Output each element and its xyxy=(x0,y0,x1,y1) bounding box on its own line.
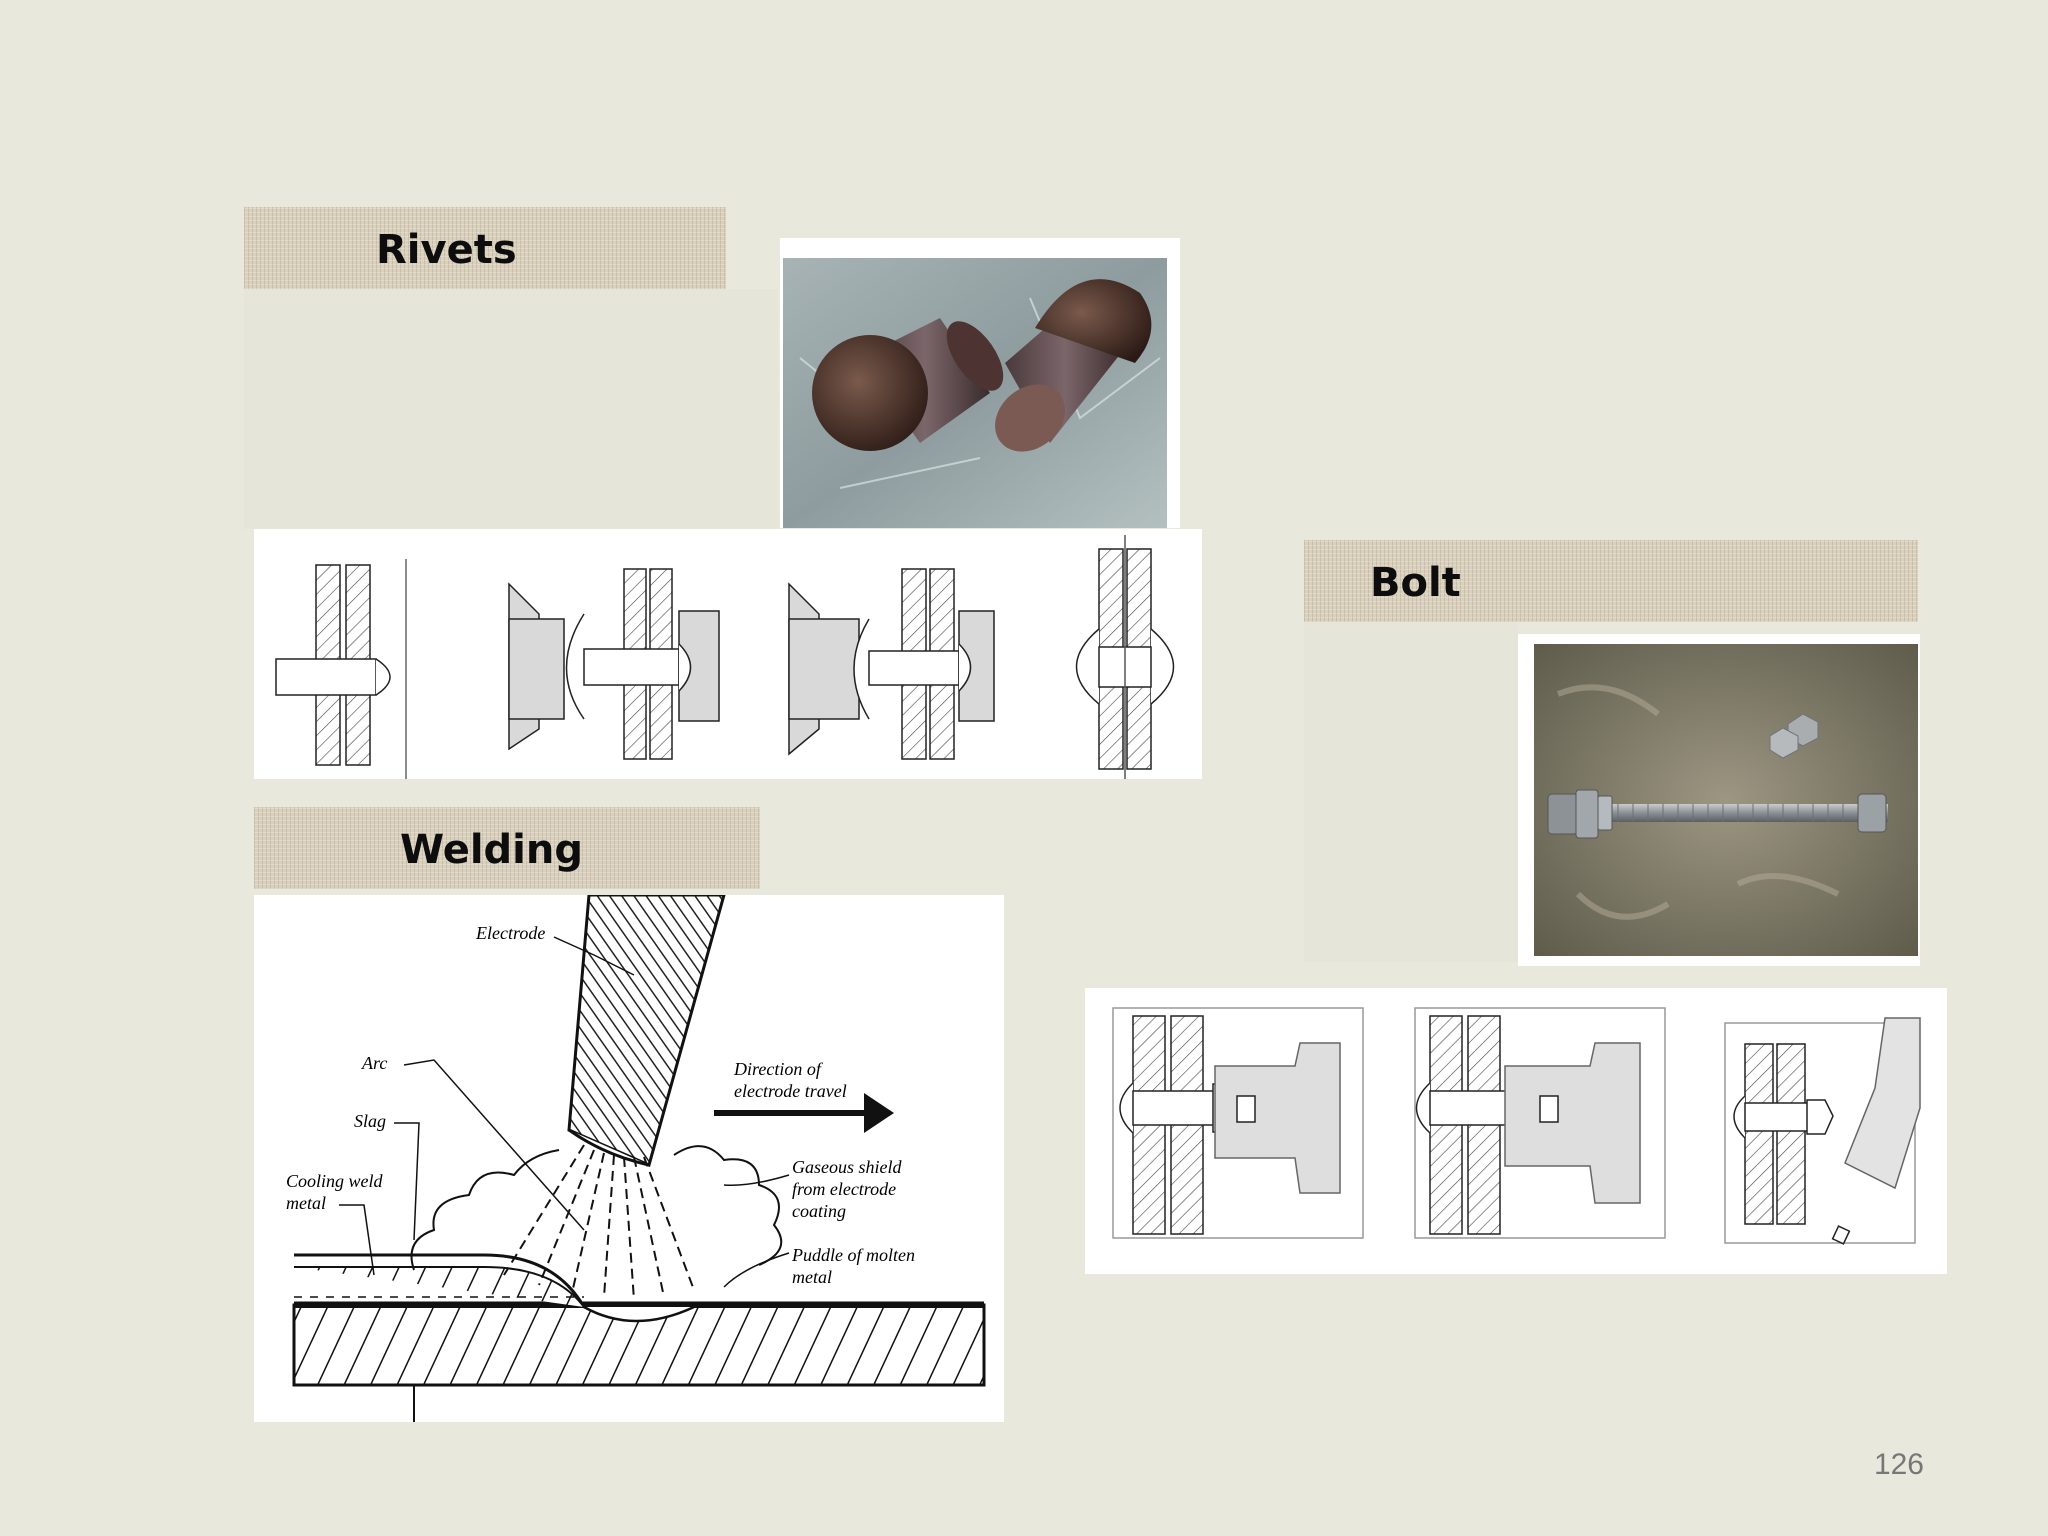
page-number: 126 xyxy=(1873,1448,1924,1481)
direction-arrow xyxy=(714,1093,894,1133)
welding-label-banner: Welding xyxy=(254,807,760,889)
bolt-photo-image xyxy=(1534,644,1918,956)
bolt-label-banner: Bolt xyxy=(1304,540,1918,622)
bolt-diagram-3 xyxy=(1724,1017,1921,1245)
rivets-photo xyxy=(780,238,1180,528)
rivet-diagrams-panel xyxy=(254,529,1202,779)
bolt-diagrams-panel xyxy=(1085,988,1947,1274)
rivet-diagram-3 xyxy=(788,568,995,760)
bolt-left-shade xyxy=(1304,622,1518,962)
label-arc: Arc xyxy=(361,1053,387,1073)
rivets-photo-image xyxy=(783,258,1167,528)
label-gas-3: coating xyxy=(792,1201,846,1221)
label-gas-2: from electrode xyxy=(792,1179,896,1199)
rivets-title: Rivets xyxy=(376,227,517,273)
rivet-diagram-4 xyxy=(1075,535,1175,779)
electrode-rod xyxy=(567,895,726,1168)
bolt-diagrams xyxy=(1112,1007,1921,1245)
bolt-diagram-2 xyxy=(1414,1007,1666,1239)
bolt-title: Bolt xyxy=(1370,560,1461,606)
welding-diagram-panel: Electrode Arc Slag Cooling weld metal Di… xyxy=(254,895,1004,1422)
rivets-left-shade xyxy=(244,289,778,529)
rivet-diagram-1 xyxy=(275,559,407,779)
rivet-diagrams xyxy=(275,535,1175,779)
bolt-photo xyxy=(1518,634,1920,966)
label-slag: Slag xyxy=(354,1111,386,1131)
gas-shield-clouds xyxy=(410,1145,783,1271)
rivet-diagram-2 xyxy=(508,568,720,760)
welding-title: Welding xyxy=(400,827,583,873)
label-puddle-2: metal xyxy=(792,1267,832,1287)
leader-lines xyxy=(339,936,790,1288)
bolt-diagram-1 xyxy=(1112,1007,1364,1239)
label-direction-1: Direction of xyxy=(733,1059,824,1079)
arc-rays xyxy=(503,1144,695,1301)
label-puddle-1: Puddle of molten xyxy=(791,1245,915,1265)
welding-diagram: Electrode Arc Slag Cooling weld metal Di… xyxy=(286,895,986,1422)
label-electrode: Electrode xyxy=(475,923,545,943)
label-cooling-1: Cooling weld xyxy=(286,1171,384,1191)
label-direction-2: electrode travel xyxy=(734,1081,847,1101)
base-metal xyxy=(292,1253,986,1422)
rivets-label-banner: Rivets xyxy=(244,207,726,289)
label-gas-1: Gaseous shield xyxy=(792,1157,902,1177)
label-cooling-2: metal xyxy=(286,1193,326,1213)
